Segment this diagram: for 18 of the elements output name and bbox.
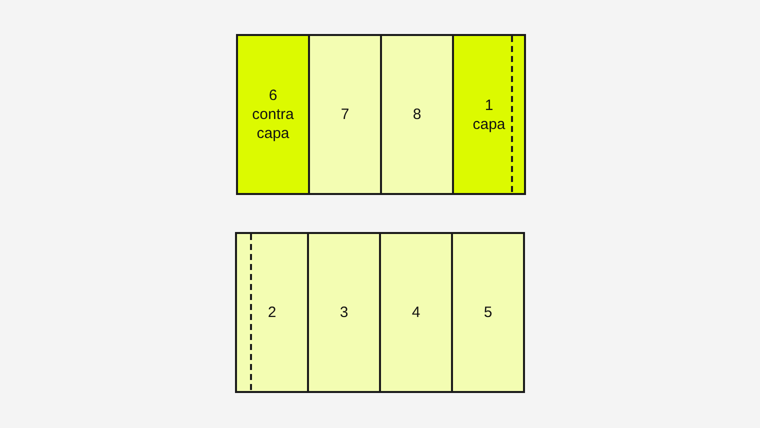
page-label: capa bbox=[472, 114, 506, 134]
page-number: 7 bbox=[340, 105, 350, 124]
page-number: 2 bbox=[266, 303, 278, 322]
page-number: 3 bbox=[338, 303, 350, 322]
page-number: 4 bbox=[410, 303, 422, 322]
page-panel bbox=[235, 232, 309, 393]
page-panel bbox=[236, 34, 310, 195]
page-number: 1 bbox=[484, 96, 494, 114]
page-number: 8 bbox=[412, 105, 422, 124]
page-panel bbox=[380, 34, 454, 195]
page-label: contra capa bbox=[251, 105, 295, 143]
page-number: 6 bbox=[268, 86, 278, 105]
page-panel bbox=[452, 34, 526, 195]
page-panel bbox=[379, 232, 453, 393]
page-number: 5 bbox=[482, 303, 494, 322]
page-panel bbox=[307, 232, 381, 393]
page-panel bbox=[308, 34, 382, 195]
page-panel bbox=[451, 232, 525, 393]
